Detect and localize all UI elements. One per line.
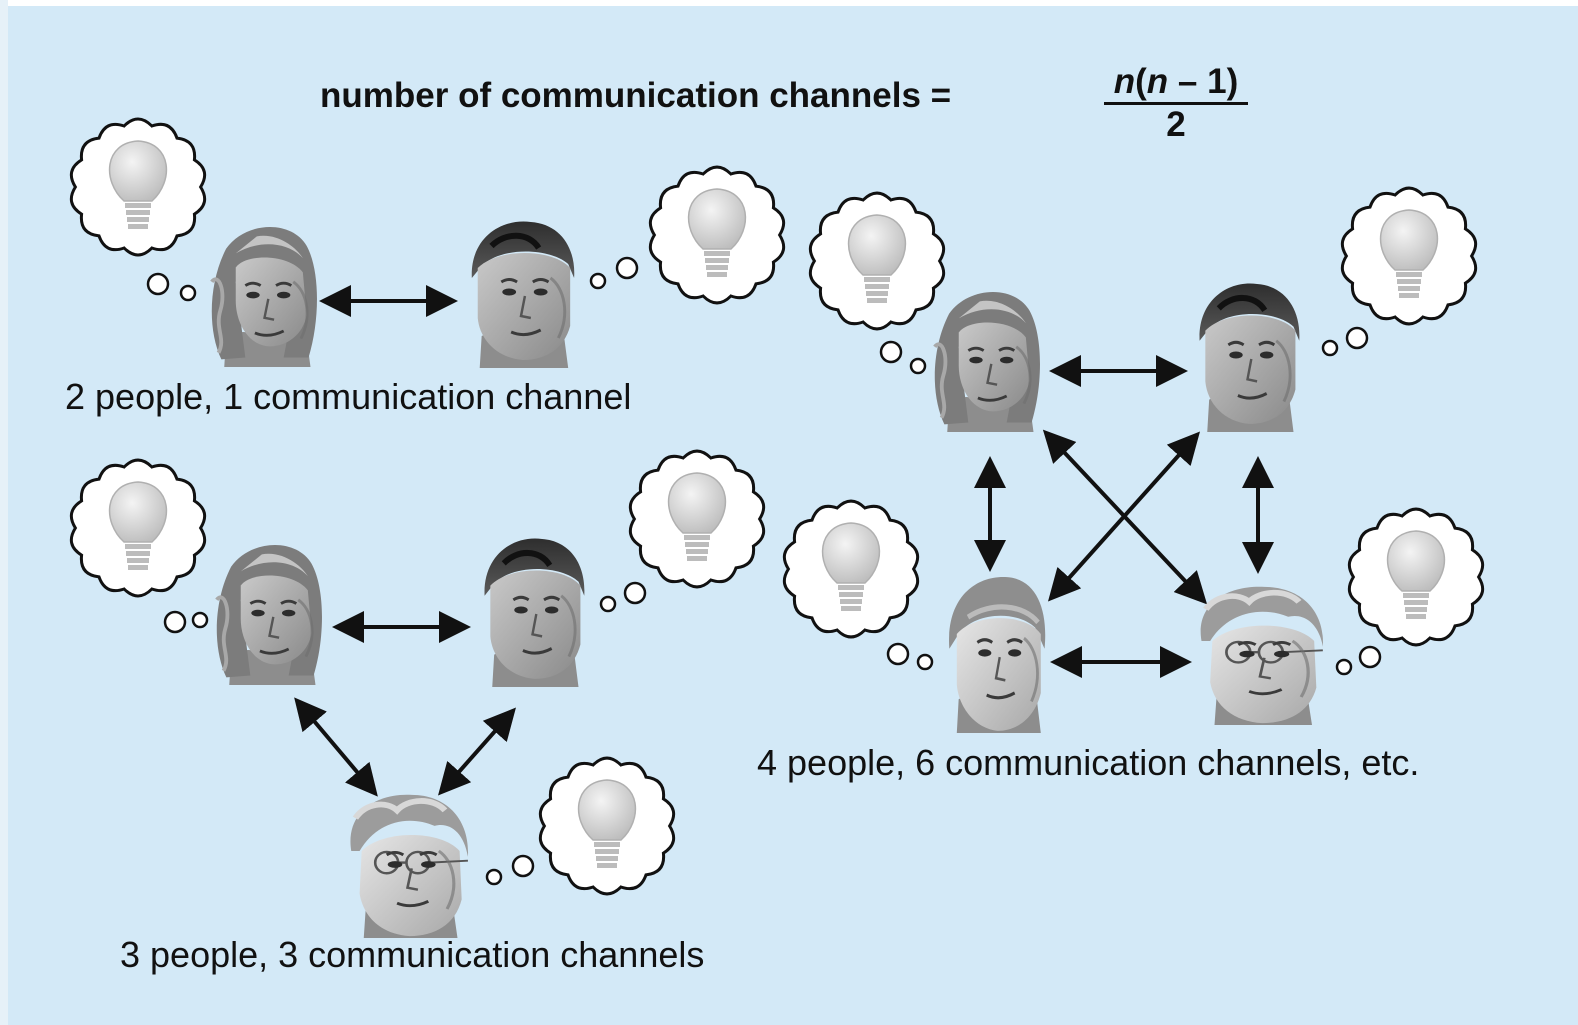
person-head-icon <box>471 221 575 368</box>
thought-bubble-icon <box>485 756 676 896</box>
thought-bubble-icon <box>1335 507 1485 676</box>
channel-arrow-g3-2 <box>294 697 378 797</box>
person-head-icon <box>1199 283 1300 432</box>
thought-bubble-icon <box>69 117 207 302</box>
thought-bubble-icon <box>589 165 786 305</box>
person-head-icon <box>215 544 322 685</box>
person-head-icon <box>484 538 585 687</box>
people-layer <box>210 221 1323 938</box>
bubbles-layer <box>69 117 1485 896</box>
lightbulb-icon <box>577 779 637 868</box>
lightbulb-icon <box>108 481 168 570</box>
channel-arrow-g4-5 <box>1048 431 1200 602</box>
formula-numerator: n(n – 1) <box>1113 62 1239 101</box>
links-layer <box>294 285 1274 797</box>
lightbulb-icon <box>821 522 881 611</box>
lightbulb-icon <box>108 140 168 229</box>
fraction-bar <box>1104 102 1248 105</box>
caption-four-people: 4 people, 6 communication channels, etc. <box>757 742 1420 783</box>
formula-fraction: n(n – 1) 2 <box>1102 62 1250 145</box>
lightbulb-icon <box>1379 209 1439 298</box>
formula-denominator: 2 <box>1166 105 1186 144</box>
lightbulb-icon <box>687 188 747 277</box>
person-head-icon <box>1200 586 1323 725</box>
thought-bubble-icon <box>69 458 209 634</box>
caption-two-people: 2 people, 1 communication channel <box>65 376 632 417</box>
person-head-icon <box>350 794 469 938</box>
channel-arrow-g3-3 <box>438 707 516 796</box>
lightbulb-icon <box>1386 530 1446 619</box>
lightbulb-icon <box>847 214 907 303</box>
lightbulb-icon <box>667 472 727 561</box>
thought-bubble-icon <box>1321 186 1478 357</box>
person-head-icon <box>210 226 317 367</box>
person-head-icon <box>949 576 1046 733</box>
thought-bubble-icon <box>808 191 946 375</box>
caption-three-people: 3 people, 3 communication channels <box>120 934 705 975</box>
formula-label: number of communication channels = <box>320 76 952 115</box>
person-head-icon <box>933 291 1040 432</box>
thought-bubble-icon <box>782 499 934 671</box>
thought-bubble-icon <box>599 449 766 613</box>
